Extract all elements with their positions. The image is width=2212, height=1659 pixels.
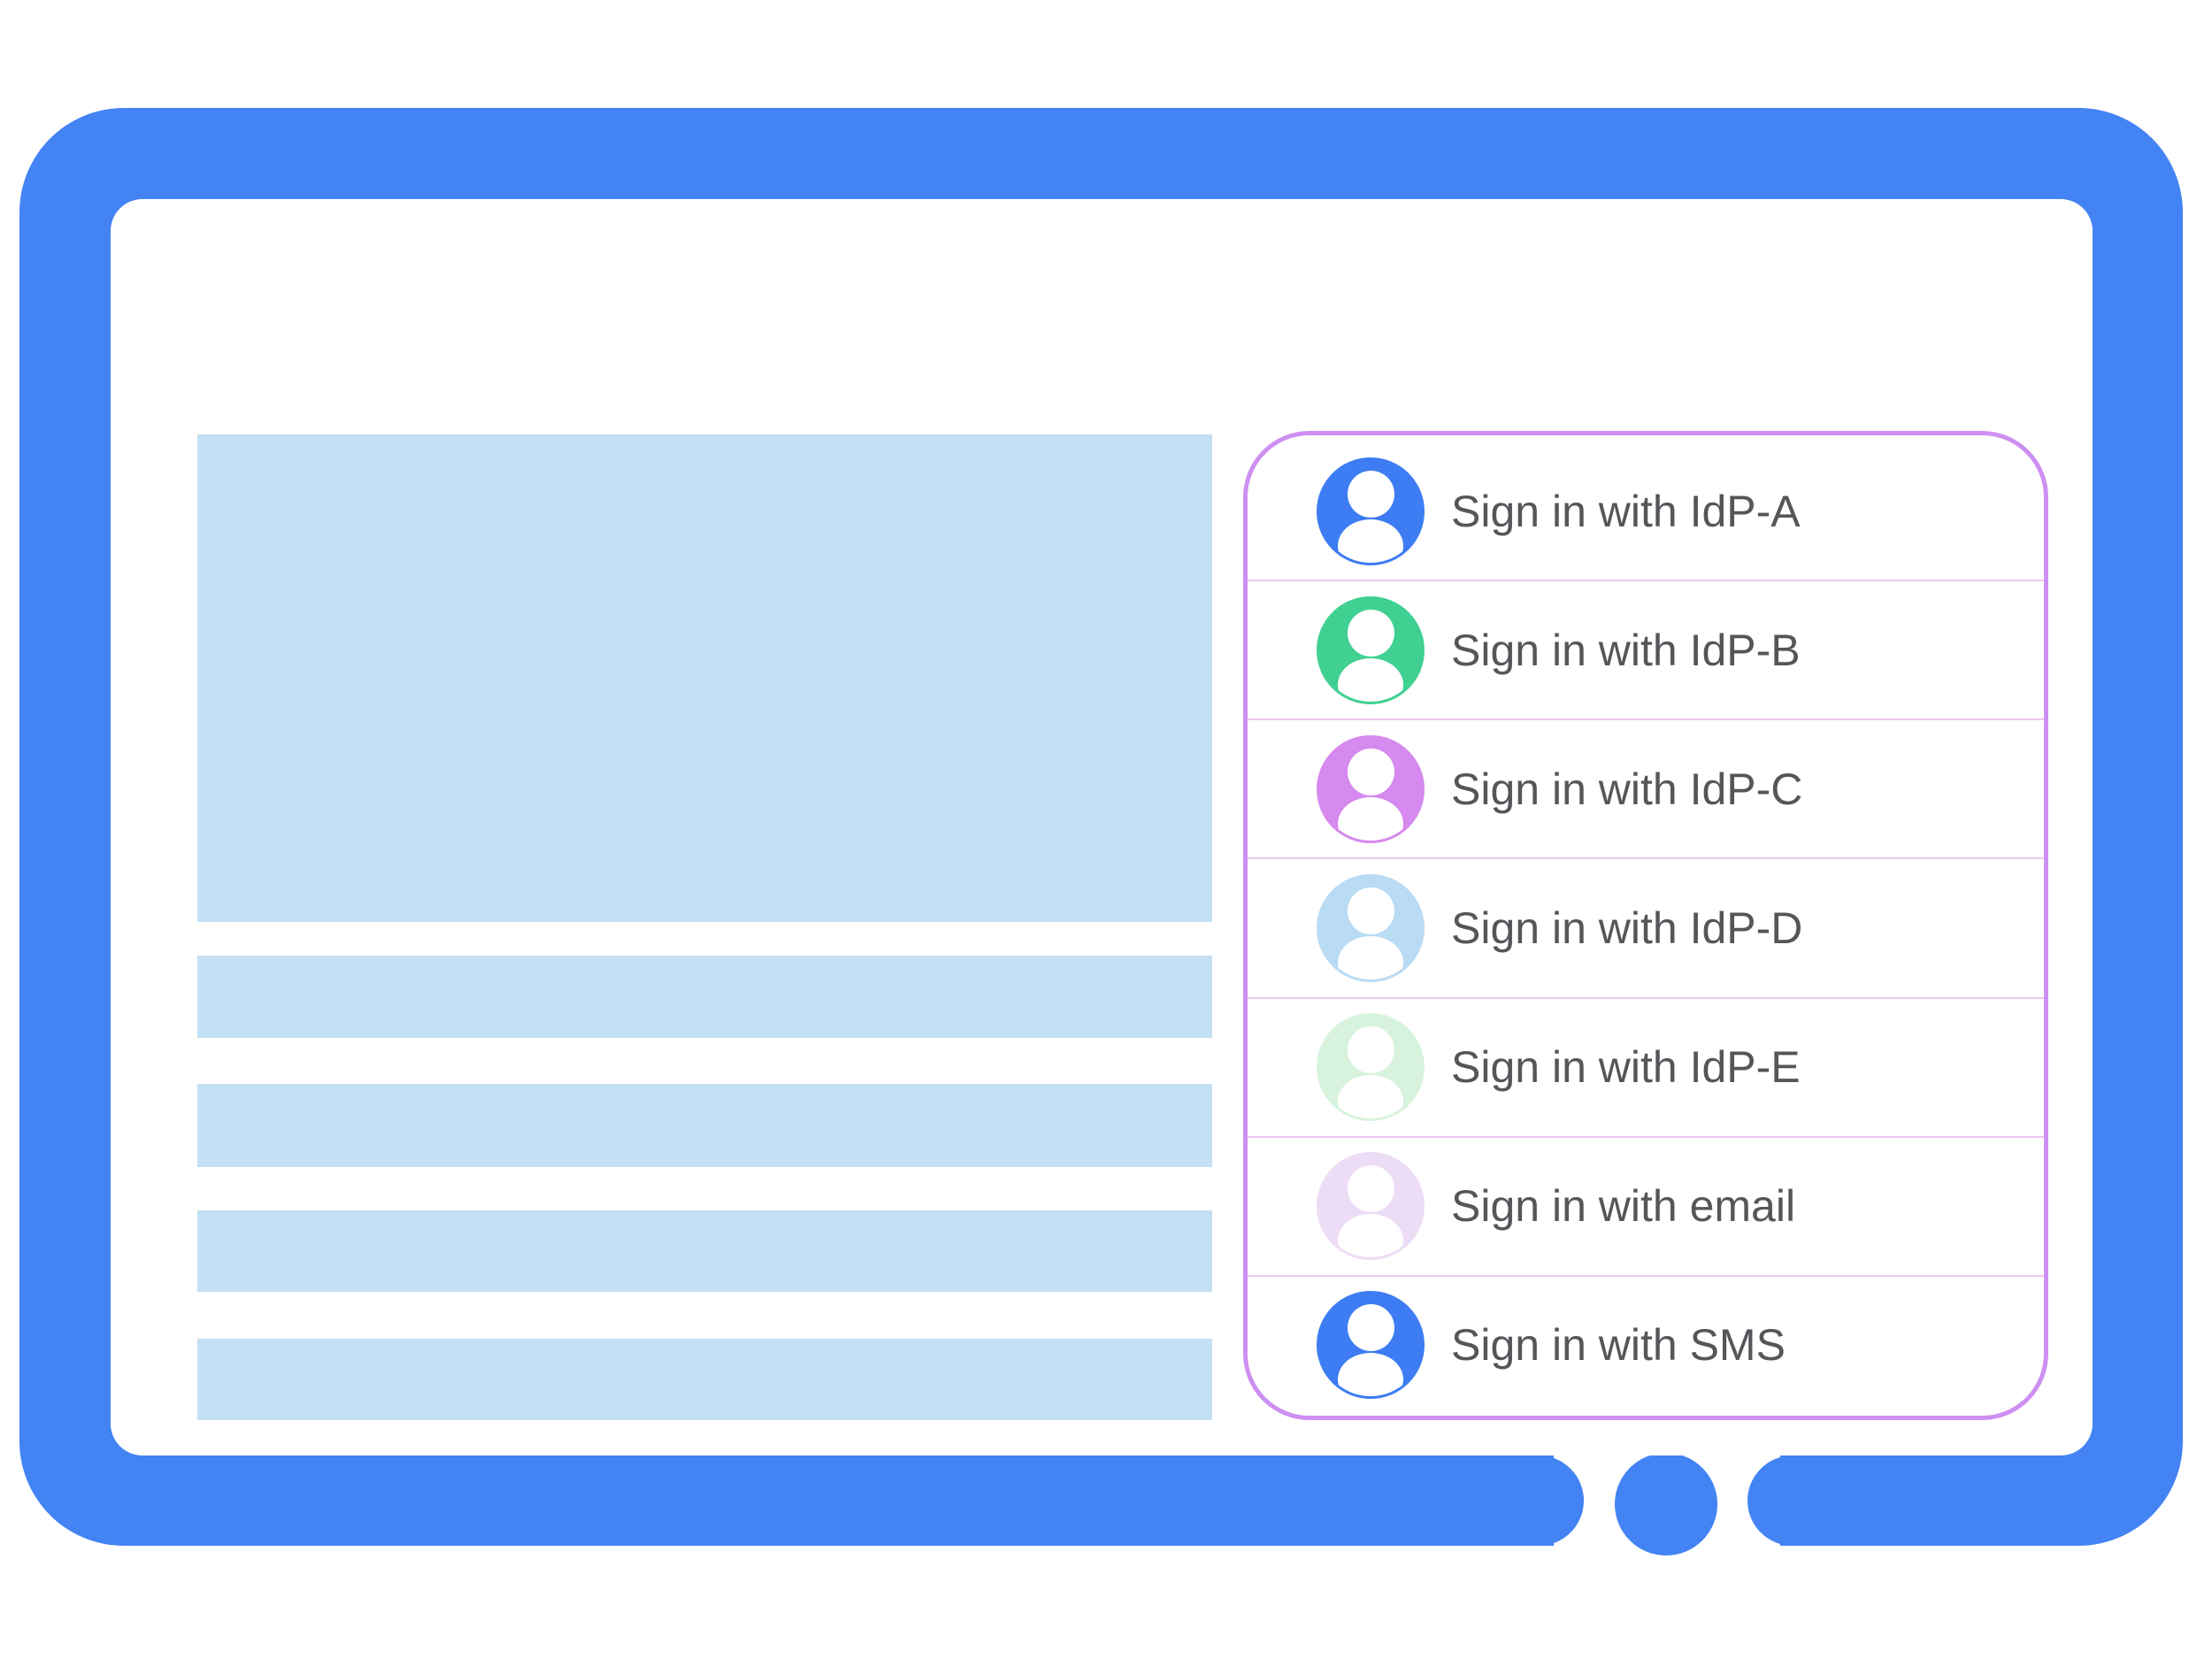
signin-option-row[interactable]: Sign in with IdP-E bbox=[1248, 999, 2044, 1138]
person-icon bbox=[1317, 734, 1425, 843]
browser-window: RP.example Sign in with IdP-A Sign in wi… bbox=[111, 199, 2093, 1455]
signin-option-label: Sign in with IdP-A bbox=[1451, 486, 1801, 536]
signin-option-row[interactable]: Sign in with email bbox=[1248, 1138, 2044, 1277]
signin-option-row[interactable]: Sign in with IdP-D bbox=[1248, 859, 2044, 999]
bezel-right-segment-cap bbox=[1747, 1455, 1836, 1546]
person-icon bbox=[1317, 873, 1425, 982]
signin-option-row[interactable]: Sign in with IdP-B bbox=[1248, 581, 2044, 721]
signin-option-label: Sign in with IdP-E bbox=[1451, 1042, 1801, 1093]
signin-panel: Sign in with IdP-A Sign in with IdP-B Si… bbox=[1243, 431, 2048, 1420]
content-line-placeholder bbox=[197, 1339, 1212, 1420]
signin-option-label: Sign in with IdP-C bbox=[1451, 764, 1803, 814]
signin-option-row[interactable]: Sign in with IdP-A bbox=[1248, 442, 2044, 582]
content-line-placeholder bbox=[197, 956, 1212, 1038]
signin-option-label: Sign in with IdP-B bbox=[1451, 625, 1801, 675]
person-icon bbox=[1317, 595, 1425, 704]
signin-option-label: Sign in with email bbox=[1451, 1181, 1796, 1232]
signin-option-row[interactable]: Sign in with IdP-C bbox=[1248, 720, 2044, 860]
person-icon bbox=[1317, 1013, 1425, 1122]
content-hero-placeholder bbox=[197, 434, 1212, 922]
content-line-placeholder bbox=[197, 1084, 1212, 1167]
signin-option-row[interactable]: Sign in with SMS bbox=[1248, 1277, 2044, 1414]
signin-option-label: Sign in with IdP-D bbox=[1451, 902, 1803, 953]
bezel-left-segment-cap bbox=[1495, 1455, 1584, 1546]
home-button[interactable] bbox=[1615, 1453, 1717, 1555]
person-icon bbox=[1317, 457, 1425, 565]
person-icon bbox=[1317, 1291, 1425, 1400]
signin-option-label: Sign in with SMS bbox=[1451, 1320, 1786, 1371]
person-icon bbox=[1317, 1152, 1425, 1261]
content-line-placeholder bbox=[197, 1210, 1212, 1292]
